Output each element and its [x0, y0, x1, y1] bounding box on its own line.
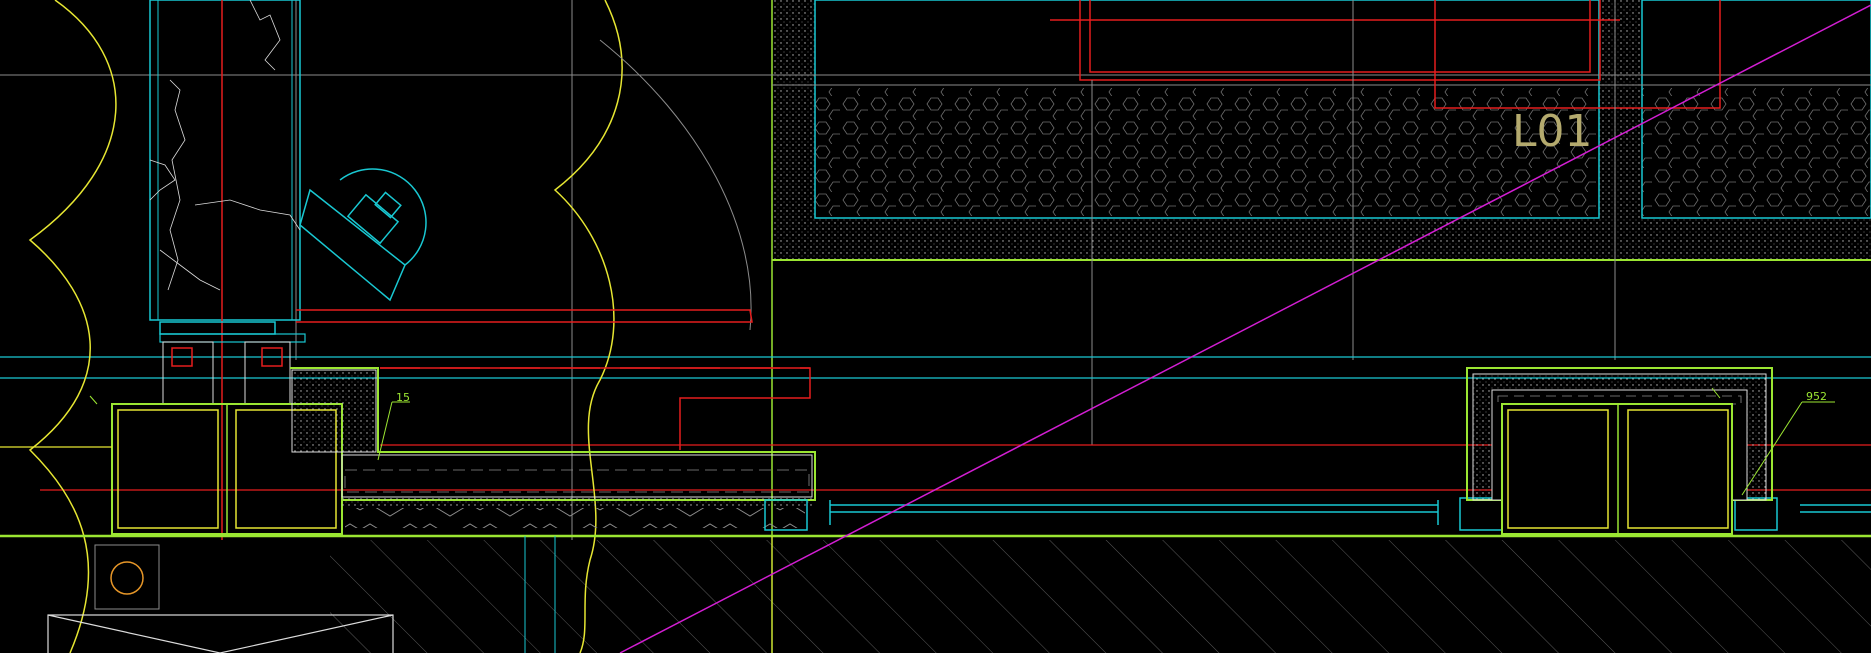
valve-symbol: [299, 168, 427, 302]
ground-hatch: [330, 540, 1871, 653]
floor-slab-top: [771, 0, 1871, 653]
dimension-left-label: 15: [396, 391, 410, 404]
left-planter-boxes: [111, 403, 343, 535]
tree-outlines: [28, 0, 623, 653]
cyan-step-boxes: [764, 497, 1871, 531]
under-ground-lines: [524, 536, 773, 653]
dimension-right-label: 952: [1806, 390, 1827, 403]
left-step-wall: [290, 367, 816, 528]
lime-ticks: [89, 387, 1721, 405]
red-ledge: [296, 309, 811, 450]
dimension-left[interactable]: 15: [377, 391, 410, 461]
room-tag[interactable]: L01: [1512, 106, 1593, 157]
magenta-diagonal: [619, 4, 1871, 653]
left-column: [149, 0, 301, 540]
red-frame-top: [1050, 0, 1721, 109]
column-caps: [159, 321, 306, 405]
dimension-right[interactable]: 952: [1741, 390, 1835, 496]
right-planter-boxes: [1466, 367, 1773, 535]
bottom-left-box: [47, 614, 394, 653]
door-swing-arc: [599, 39, 752, 331]
grid-lines: [0, 0, 1616, 540]
fixture-circle: [94, 544, 160, 610]
